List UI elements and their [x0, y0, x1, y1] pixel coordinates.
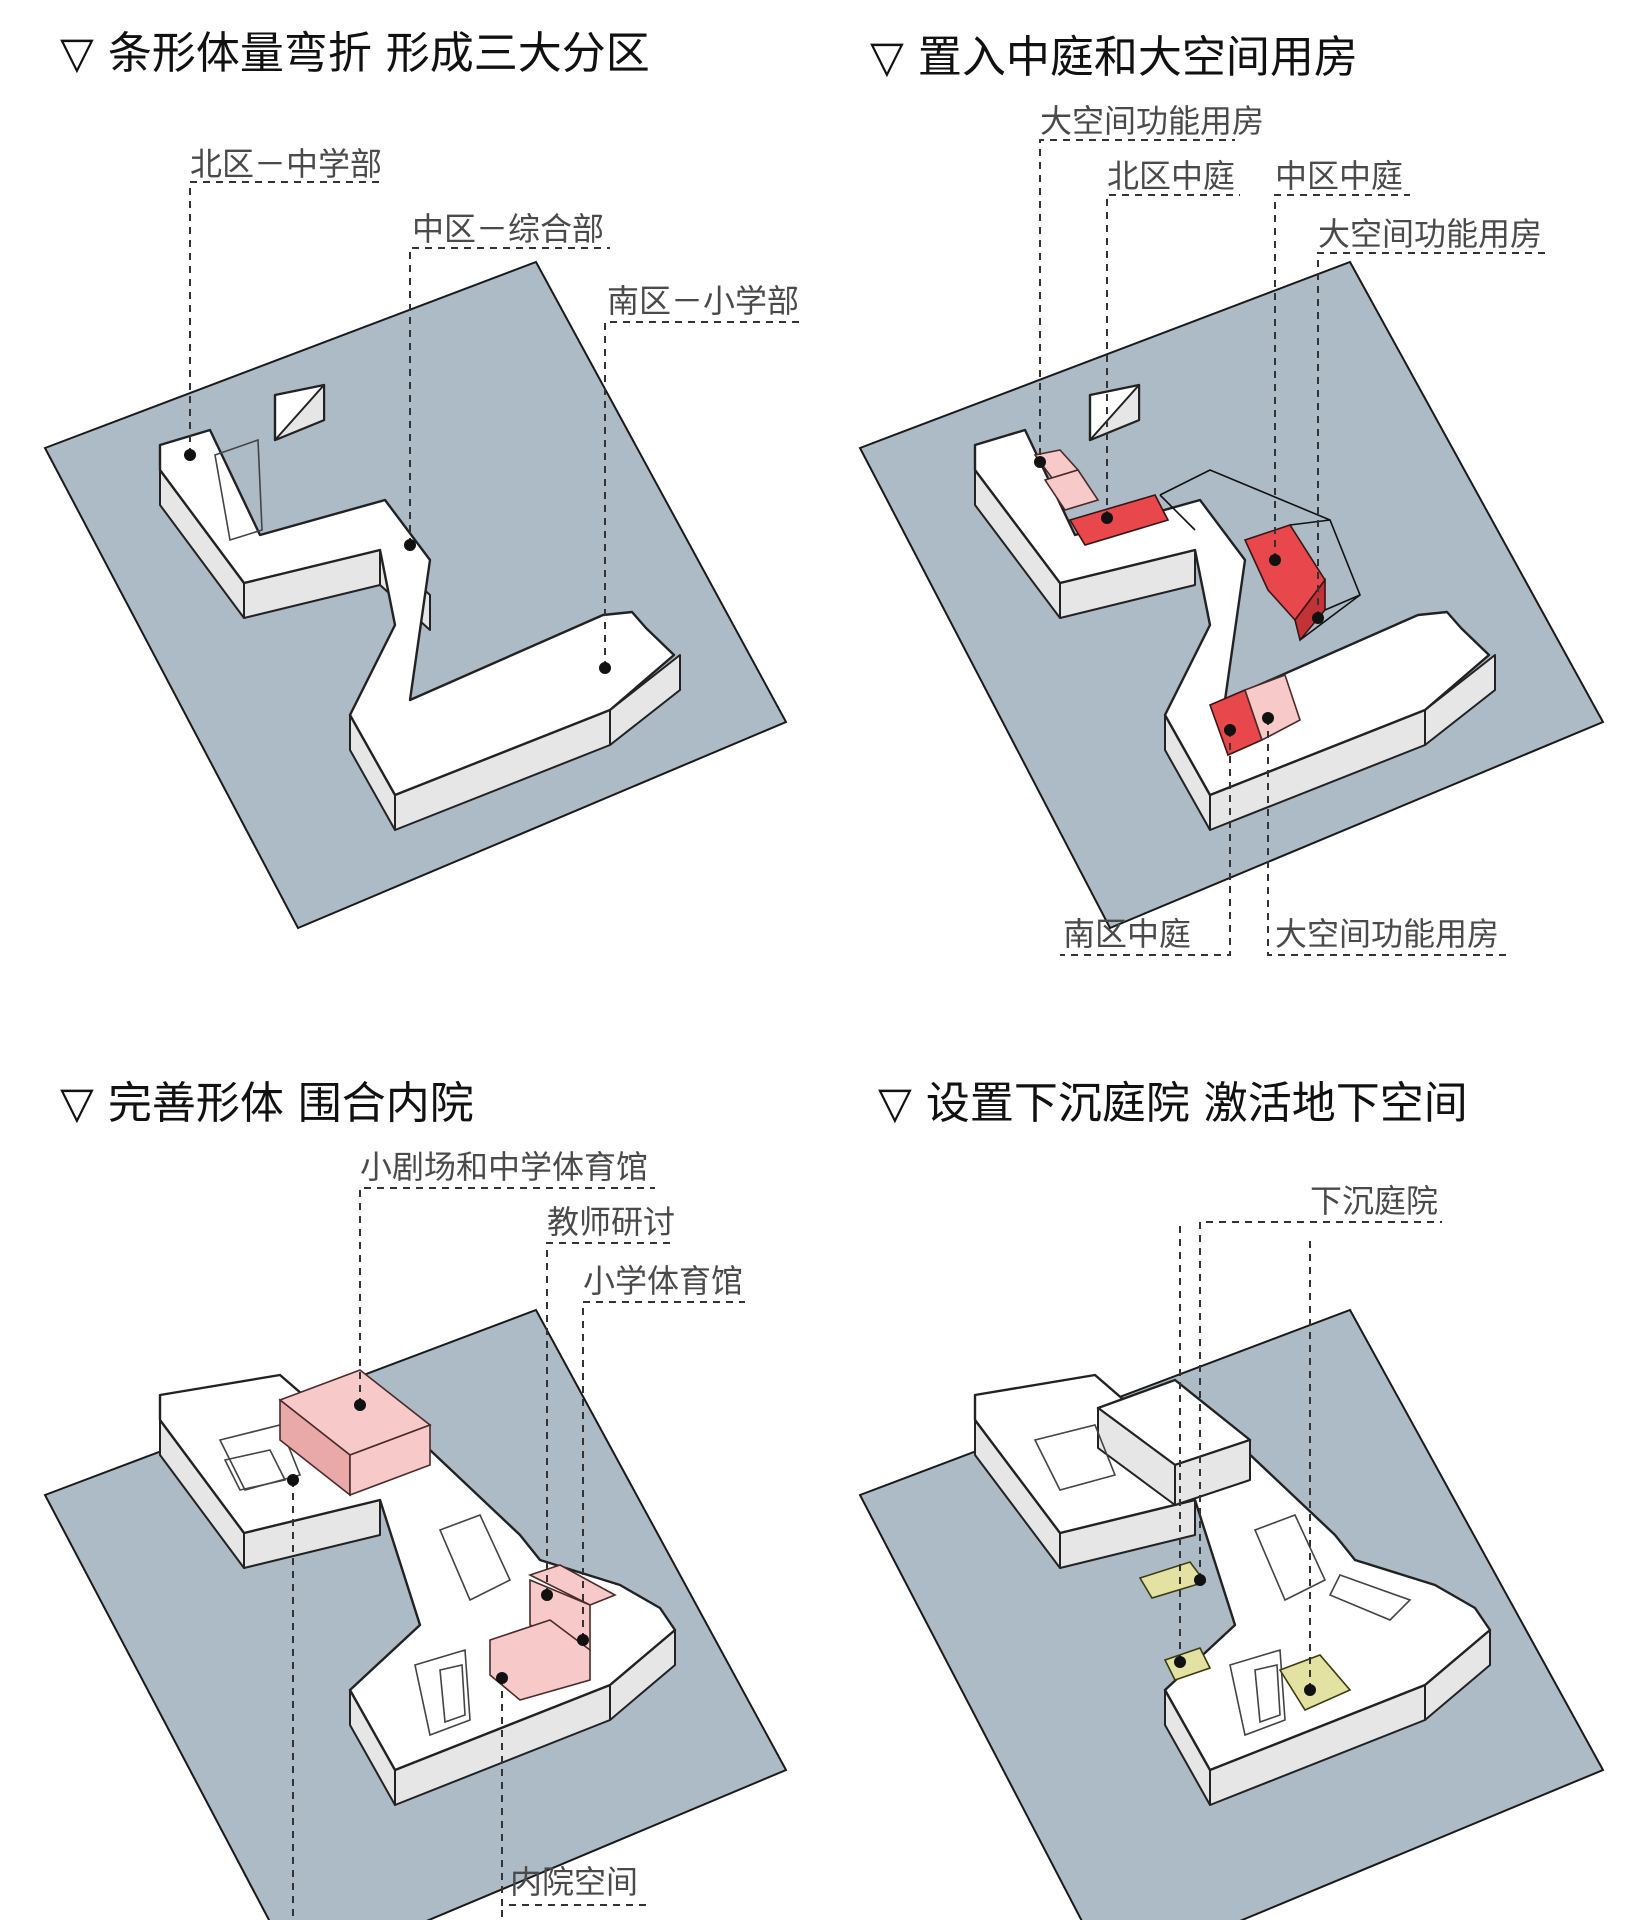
panel-4-final-mass [973, 1373, 1492, 1806]
primary-gym-volume [489, 1619, 591, 1701]
sunken-court-middle [1163, 1647, 1212, 1681]
north-large-space-block [1068, 494, 1170, 546]
panel-3-heading: ▽ 完善形体 围合内院 [60, 1078, 474, 1129]
panel-2-bent-bar-mass [973, 383, 1496, 831]
panel-2: ▽ 置入中庭和大空间用房 [858, 32, 1605, 956]
label-sunken-courtyard: 下沉庭院 [1310, 1182, 1438, 1220]
panel-4-heading: ▽ 设置下沉庭院 激活地下空间 [878, 1078, 1468, 1129]
label-large-space-top: 大空间功能用房 [1040, 102, 1264, 140]
panel-2-dot-2 [1101, 512, 1113, 524]
panel-4-dot-3 [1304, 1684, 1316, 1696]
label-south-zone: 南区－小学部 [607, 282, 799, 320]
panel-2-dot-5 [1224, 724, 1236, 736]
label-inner-courtyard: 内院空间 [510, 1863, 638, 1901]
panel-2-atria-and-large-spaces [1033, 449, 1326, 757]
south-atrium-block [1243, 673, 1301, 742]
panel-3: ▽ 完善形体 围合内院 [43, 1078, 788, 1920]
label-north-zone: 北区－中学部 [190, 145, 382, 183]
panel-3-leaders [292, 1187, 745, 1920]
panel-2-dot-3 [1269, 554, 1281, 566]
panel-1-bent-bar-mass [158, 383, 681, 831]
sunken-court-south [1278, 1654, 1352, 1712]
panel-4-dot-1 [1194, 1574, 1206, 1586]
panel-2-wireframe-volume [1159, 469, 1361, 641]
panel-3-dot-4 [496, 1672, 508, 1684]
panel-3-dot-5 [287, 1474, 299, 1486]
label-north-atrium: 北区中庭 [1107, 157, 1235, 195]
panel-3-dot-2 [541, 1589, 553, 1601]
panel-1-leaders [189, 181, 805, 668]
panel-1-dot-north [184, 449, 196, 461]
panel-3-site-plane [43, 1308, 788, 1920]
panel-3-dot-1 [354, 1399, 366, 1411]
panel-2-dot-4 [1312, 612, 1324, 624]
panel-2-dot-6 [1262, 712, 1274, 724]
panel-2-dot-1 [1034, 456, 1046, 468]
panel-1-heading: ▽ 条形体量弯折 形成三大分区 [60, 28, 650, 79]
label-middle-zone: 中区－综合部 [412, 210, 604, 248]
label-teacher-seminar: 教师研讨 [547, 1203, 675, 1241]
panel-3-added-volumes [278, 1369, 617, 1701]
panel-1-dot-middle [404, 539, 416, 551]
label-theater-gym: 小剧场和中学体育馆 [360, 1148, 648, 1186]
panel-1: ▽ 条形体量弯折 形成三大分区 北区－中学部 中区－综合部 南区－小学部 [43, 28, 805, 930]
panel-2-leaders [1039, 139, 1545, 956]
label-primary-gym: 小学体育馆 [583, 1262, 743, 1300]
label-middle-atrium: 中区中庭 [1275, 157, 1403, 195]
teacher-seminar-volume [527, 1564, 617, 1606]
label-large-space-right: 大空间功能用房 [1318, 215, 1542, 253]
panel-2-heading: ▽ 置入中庭和大空间用房 [870, 32, 1358, 83]
panel-4-leaders [1179, 1221, 1442, 1690]
panel-3-dot-3 [577, 1634, 589, 1646]
panel-4-sunken-courts [1138, 1561, 1352, 1712]
label-large-space-bottom: 大空间功能用房 [1275, 915, 1499, 953]
panel-4: ▽ 设置下沉庭院 激活地下空间 [858, 1078, 1605, 1920]
panel-1-dot-south [599, 662, 611, 674]
panel-4-dot-2 [1174, 1656, 1186, 1668]
label-south-atrium: 南区中庭 [1063, 915, 1191, 953]
